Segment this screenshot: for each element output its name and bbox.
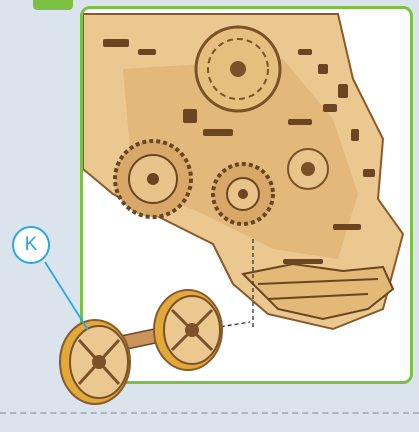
dashed-separator (0, 412, 419, 414)
illustration-panel (80, 6, 413, 384)
drive-gear-left (115, 141, 191, 217)
locomotive-model-illustration (83, 9, 413, 384)
step-indicator-tab (33, 0, 73, 10)
part-callout-letter: K (25, 234, 38, 256)
part-callout-badge: K (12, 226, 50, 264)
frame-wheel-hub-2 (301, 162, 315, 176)
drive-gear-right (213, 164, 273, 224)
top-gear (196, 27, 280, 111)
